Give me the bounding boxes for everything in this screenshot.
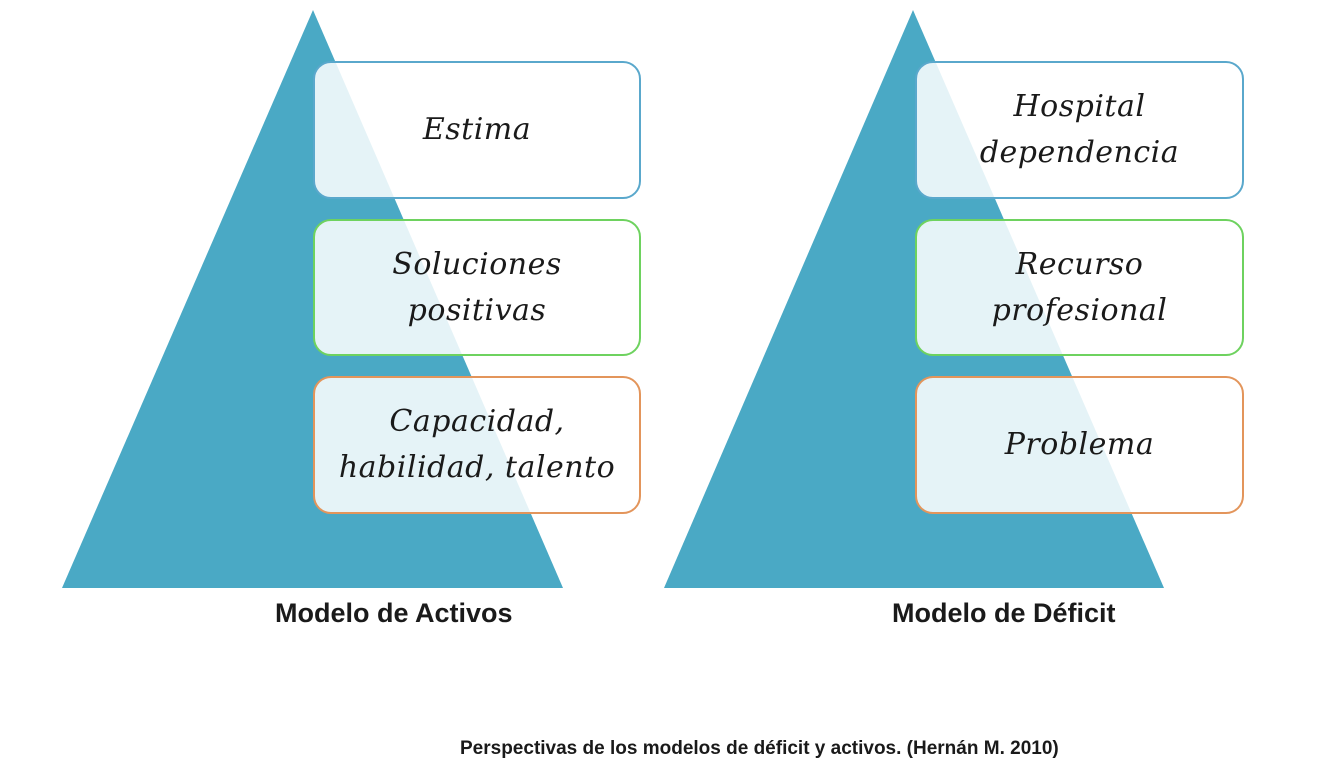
left-model-title: Modelo de Activos	[275, 598, 513, 628]
left-level-middle-box: Soluciones positivas	[313, 219, 641, 356]
right-level-middle-box: Recurso profesional	[915, 219, 1244, 356]
figure-caption: Perspectivas de los modelos de déficit y…	[460, 738, 1059, 759]
right-level-top-line-2: dependencia	[979, 135, 1180, 170]
left-level-bottom-line-1: Capacidad,	[389, 404, 565, 439]
left-level-bottom-box: Capacidad, habilidad, talento	[313, 376, 641, 514]
left-level-middle-line-2: positivas	[407, 292, 547, 328]
right-level-top-box: Hospital dependencia	[915, 61, 1244, 199]
left-level-top-line-1: Estima	[422, 112, 532, 147]
left-level-bottom-line-2: habilidad, talento	[338, 450, 616, 485]
right-level-bottom-box: Problema	[915, 376, 1244, 514]
right-level-bottom-line-1: Problema	[1004, 427, 1155, 462]
right-model-title: Modelo de Déficit	[892, 598, 1116, 628]
right-level-middle-line-1: Recurso	[1015, 246, 1144, 282]
left-level-top-box: Estima	[313, 61, 641, 199]
right-level-top-line-1: Hospital	[1013, 89, 1146, 124]
right-level-middle-line-2: profesional	[991, 292, 1168, 328]
left-level-middle-line-1: Soluciones	[392, 246, 562, 282]
